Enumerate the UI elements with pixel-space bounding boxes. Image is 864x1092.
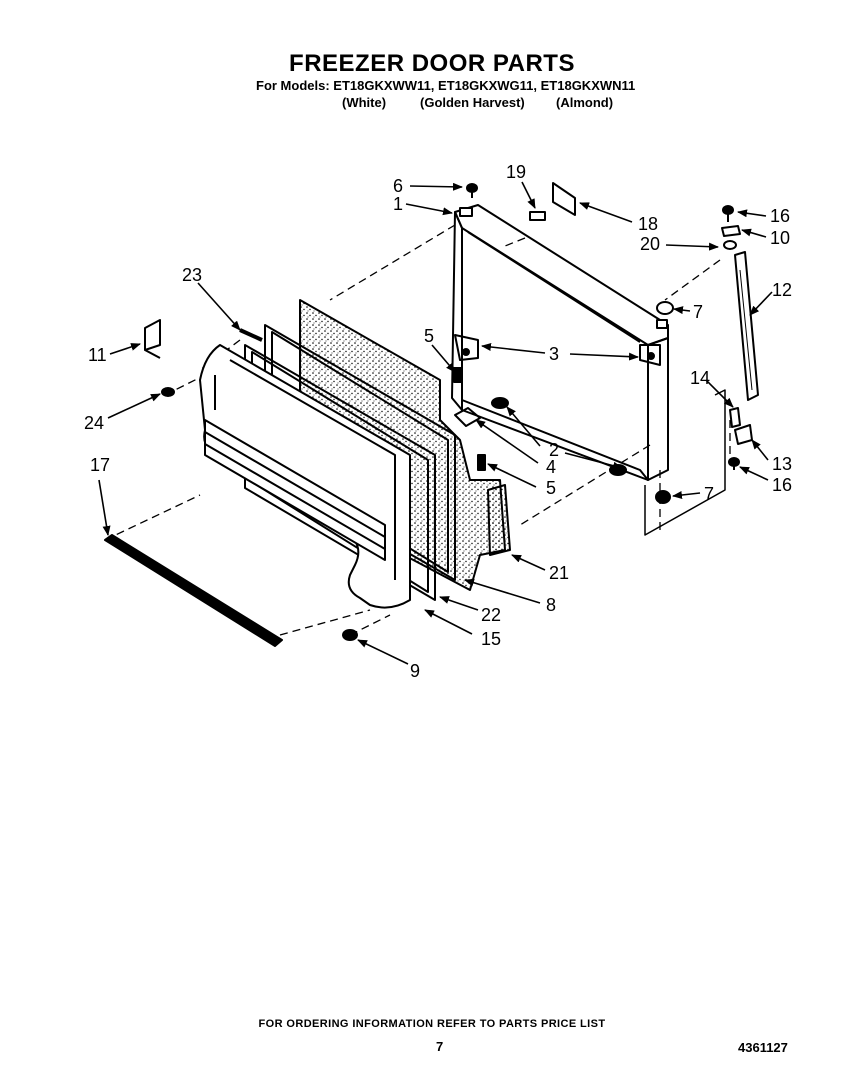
callout-12: 12 [772,280,792,300]
variant-golden-harvest: (Golden Harvest) [420,95,525,110]
callout-24: 24 [84,413,104,433]
callout-11: 11 [88,345,107,365]
callout-20: 20 [640,234,660,254]
callout-13: 13 [772,454,792,474]
callout-7-bottom: 7 [704,484,714,504]
callout-8: 8 [546,595,556,615]
callout-5-bottom: 5 [546,478,556,498]
callout-2: 2 [549,440,559,460]
callout-23: 23 [182,265,202,285]
callout-14: 14 [690,368,710,388]
callout-15: 15 [481,629,501,649]
rod [239,328,263,342]
hinge-plate [454,407,481,427]
callout-5-top: 5 [424,326,434,346]
label-plate [529,182,576,221]
handle-strip [734,251,759,401]
document-number: 4361127 [738,1040,788,1055]
ordering-note: FOR ORDERING INFORMATION REFER TO PARTS … [258,1018,606,1030]
top-hinge-hardware [721,225,741,250]
lower-hinge-hardware [729,407,753,445]
callout-6: 6 [393,176,403,196]
door-stop [144,319,161,359]
shelf-bar [104,534,283,647]
callout-7-top: 7 [693,302,703,322]
door-outer-panel [199,344,411,609]
door-frame [451,204,669,481]
variant-white: (White) [342,95,387,110]
callout-19: 19 [506,162,526,182]
callout-21: 21 [549,563,569,583]
callout-22: 22 [481,605,501,625]
callout-3: 3 [549,344,559,364]
callout-labels: 6 1 19 18 16 10 20 12 7 23 11 5 3 14 24 … [84,162,792,681]
callout-9: 9 [410,661,420,681]
caps [655,301,674,504]
callout-4: 4 [546,457,556,477]
callout-16-bottom: 16 [772,475,792,495]
screws [161,183,740,641]
callout-16-top: 16 [770,206,790,226]
callout-10: 10 [770,228,790,248]
callout-18: 18 [638,214,658,234]
exploded-parts-diagram: 6 1 19 18 16 10 20 12 7 23 11 5 3 14 24 … [84,162,792,681]
bracket [487,484,511,556]
models-line: For Models: ET18GKXWW11, ET18GKXWG11, ET… [256,78,636,93]
callout-17: 17 [90,455,110,475]
callout-1: 1 [393,194,403,214]
page-title: FREEZER DOOR PARTS [289,50,575,77]
page-number: 7 [436,1039,444,1054]
variant-almond: (Almond) [556,95,614,110]
hinge-brackets [454,334,661,366]
callout-leader-lines [98,181,773,665]
hinge-mount-outline [644,389,726,536]
